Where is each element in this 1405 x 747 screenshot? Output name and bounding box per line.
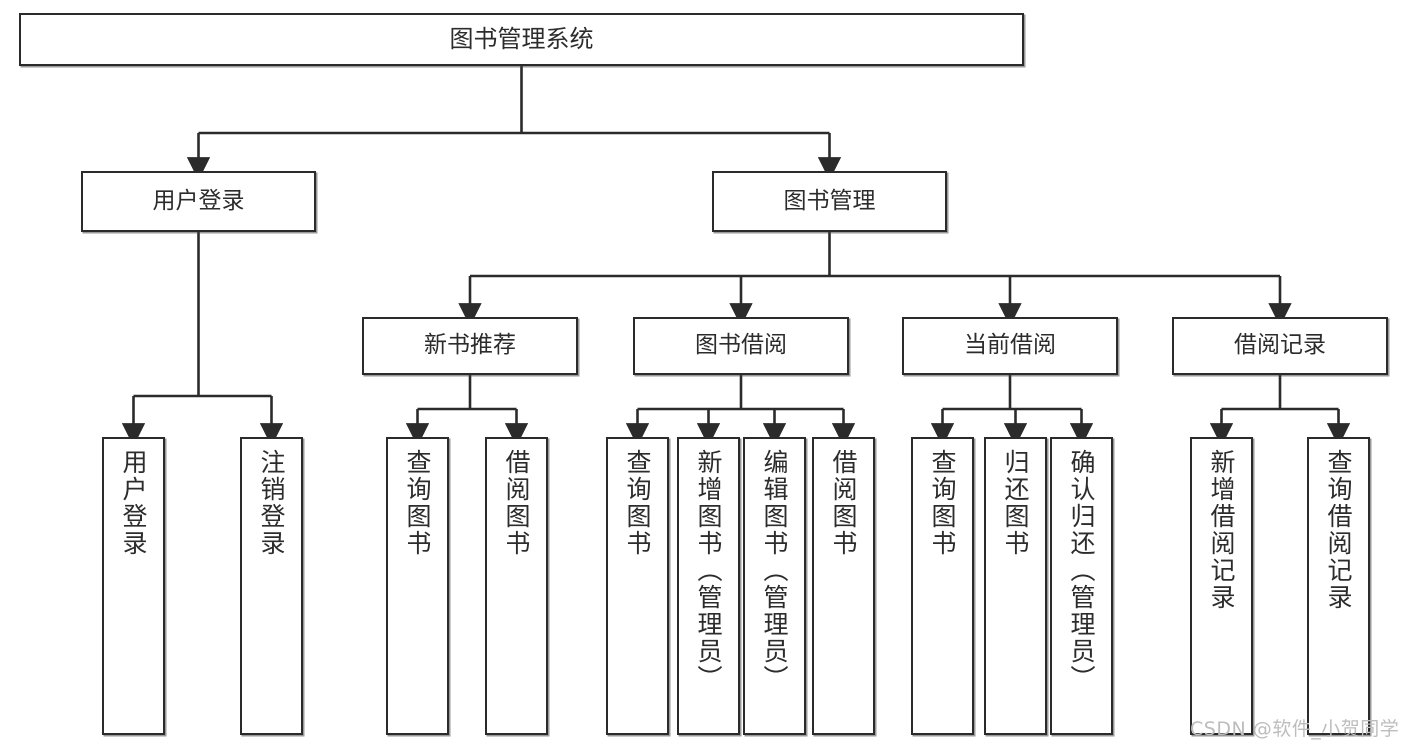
node-leaf-2[interactable]: 查询图书 [386,437,449,735]
node-level3-3[interactable]: 借阅记录 [1172,317,1388,375]
node-label: 新增借阅记录 [1207,449,1236,611]
node-leaf-12[interactable]: 查询借阅记录 [1307,437,1370,735]
csdn-watermark: CSDN @软件_小贺同学 [1190,718,1400,740]
node-leaf-9[interactable]: 归还图书 [984,437,1047,735]
node-label: 新增图书（管理员） [694,449,723,692]
node-leaf-6[interactable]: 编辑图书（管理员） [743,437,806,735]
node-leaf-8[interactable]: 查询图书 [911,437,974,735]
node-leaf-5[interactable]: 新增图书（管理员） [677,437,740,735]
node-label: 借阅图书 [502,449,531,557]
node-label: 当前借阅 [964,332,1056,359]
node-label: 归还图书 [1001,449,1030,557]
node-label: 查询图书 [403,449,432,557]
node-label: 确认归还（管理员） [1067,449,1096,692]
node-leaf-1[interactable]: 注销登录 [240,437,303,735]
node-label: 用户登录 [152,187,245,214]
node-leaf-4[interactable]: 查询图书 [606,437,669,735]
node-leaf-3[interactable]: 借阅图书 [485,437,548,735]
node-leaf-11[interactable]: 新增借阅记录 [1190,437,1253,735]
node-level2-0[interactable]: 用户登录 [81,171,316,232]
node-level3-1[interactable]: 图书借阅 [633,317,849,375]
node-label: 查询图书 [623,449,652,557]
node-level3-2[interactable]: 当前借阅 [902,317,1118,375]
node-leaf-7[interactable]: 借阅图书 [812,437,875,735]
node-label: 编辑图书（管理员） [760,449,789,692]
node-label: 注销登录 [257,449,286,557]
node-level2-1[interactable]: 图书管理 [712,171,947,232]
node-level3-0[interactable]: 新书推荐 [362,317,578,375]
node-leaf-10[interactable]: 确认归还（管理员） [1050,437,1113,735]
node-label: 图书管理系统 [449,25,594,54]
node-label: 查询借阅记录 [1324,449,1353,611]
node-label: 借阅记录 [1234,332,1326,359]
node-label: 查询图书 [928,449,957,557]
node-root[interactable]: 图书管理系统 [19,13,1024,66]
node-label: 借阅图书 [829,449,858,557]
node-label: 图书管理 [783,187,876,214]
node-leaf-0[interactable]: 用户登录 [102,437,165,735]
node-label: 新书推荐 [424,332,516,359]
node-label: 用户登录 [119,449,148,557]
node-label: 图书借阅 [695,332,787,359]
